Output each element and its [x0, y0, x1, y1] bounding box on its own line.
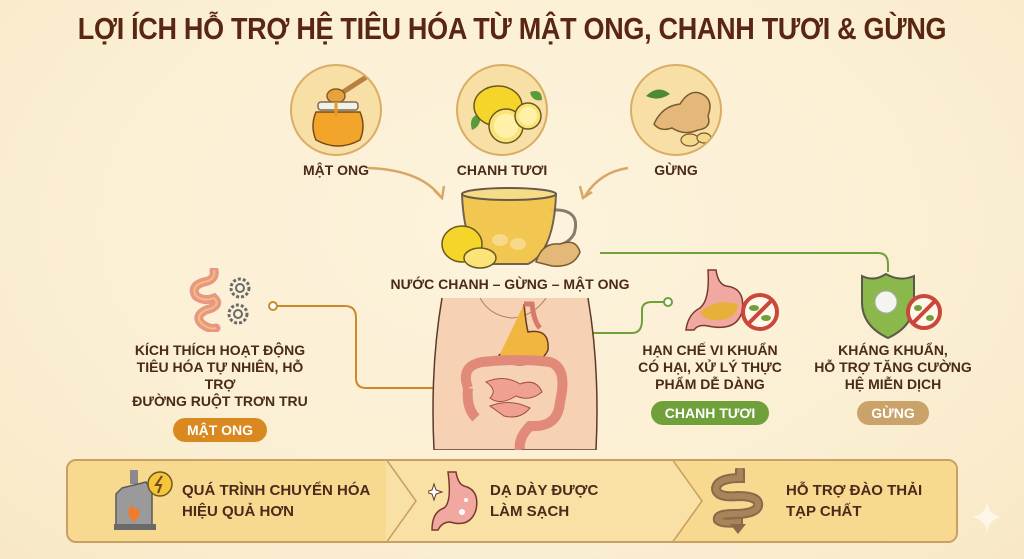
benefit-honey: KÍCH THÍCH HOẠT ĐỘNG TIÊU HÓA TỰ NHIÊN, … [120, 342, 320, 442]
step-metabolism: QUÁ TRÌNH CHUYỂN HÓA HIỆU QUẢ HƠN [112, 461, 382, 541]
step-text-line: QUÁ TRÌNH CHUYỂN HÓA [182, 482, 371, 499]
tea-cup-icon [432, 182, 592, 274]
lemon-icon [456, 64, 548, 156]
benefit-text-line: CÓ HẠI, XỬ LÝ THỰC [638, 359, 782, 375]
ginger-icon [630, 64, 722, 156]
ingredient-lemon: CHANH TƯƠI [442, 64, 562, 178]
benefit-ginger: KHÁNG KHUẨN, HỖ TRỢ TĂNG CƯỜNG HỆ MIỄN D… [808, 342, 978, 425]
ingredient-honey: MẬT ONG [276, 64, 396, 178]
step-text-line: TẠP CHẤT [786, 503, 862, 520]
stomach-no-bacteria-icon [680, 268, 780, 336]
badge-honey: MẬT ONG [172, 418, 268, 442]
step-text-line: DẠ DÀY ĐƯỢC [490, 482, 599, 499]
ingredient-label: MẬT ONG [302, 162, 370, 178]
sparkle-icon [970, 500, 1004, 534]
benefit-text-line: HỆ MIỄN DỊCH [844, 376, 942, 392]
detox-intestine-icon [708, 468, 786, 534]
ingredient-ginger: GỪNG [616, 64, 736, 178]
step-text-line: LÀM SẠCH [490, 503, 570, 520]
benefit-text-line: HỖ TRỢ TĂNG CƯỜNG [814, 359, 972, 375]
step-detox: HỖ TRỢ ĐÀO THẢI TẠP CHẤT [708, 461, 948, 541]
benefit-text-line: TIÊU HÓA TỰ NHIÊN, HỖ TRỢ [136, 359, 304, 392]
benefit-text-line: HẠN CHẾ VI KHUẨN [642, 342, 778, 358]
drink-label: NƯỚC CHANH – GỪNG – MẬT ONG [390, 276, 630, 292]
intestine-gears-icon [186, 268, 258, 332]
process-bar: QUÁ TRÌNH CHUYỂN HÓA HIỆU QUẢ HƠN DẠ DÀY… [66, 459, 958, 543]
benefit-text-line: KÍCH THÍCH HOẠT ĐỘNG [134, 342, 306, 358]
step-text-line: HIỆU QUẢ HƠN [182, 503, 294, 520]
badge-lemon: CHANH TƯƠI [650, 401, 770, 425]
badge-ginger: GỪNG [857, 401, 929, 425]
page-title: LỢI ÍCH HỖ TRỢ HỆ TIÊU HÓA TỪ MẬT ONG, C… [77, 12, 947, 46]
ingredient-label: GỪNG [654, 162, 698, 178]
step-clean-stomach: DẠ DÀY ĐƯỢC LÀM SẠCH [428, 461, 668, 541]
benefit-text-line: ĐƯỜNG RUỘT TRƠN TRU [132, 393, 308, 409]
metabolism-furnace-icon [112, 468, 182, 534]
shield-immune-icon [860, 272, 950, 340]
benefit-text-line: PHẨM DỄ DÀNG [655, 376, 765, 392]
honey-jar-icon [290, 64, 382, 156]
torso-digestive-icon [420, 298, 610, 450]
ingredient-label: CHANH TƯƠI [456, 162, 548, 178]
clean-stomach-icon [428, 470, 490, 532]
benefit-lemon: HẠN CHẾ VI KHUẨN CÓ HẠI, XỬ LÝ THỰC PHẨM… [630, 342, 790, 425]
step-text-line: HỖ TRỢ ĐÀO THẢI [786, 482, 923, 499]
benefit-text-line: KHÁNG KHUẨN, [838, 342, 948, 358]
